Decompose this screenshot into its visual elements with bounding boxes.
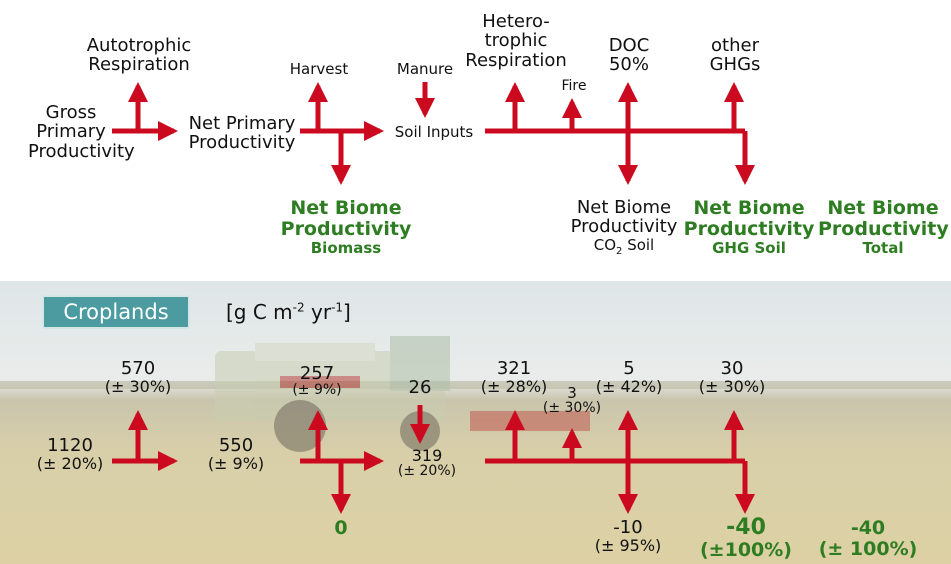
- units-label: [g C m-2 yr-1]: [226, 300, 351, 324]
- npp-label: Net Primary Productivity: [180, 114, 304, 153]
- value-soil-inputs-uncertainty: (± 20%): [397, 463, 457, 480]
- doc-label: DOC 50%: [598, 36, 660, 75]
- doc-line1: DOC: [608, 35, 650, 56]
- co2-subscript: 2: [616, 245, 623, 257]
- autotrophic-line1: Autotrophic: [86, 35, 192, 56]
- npp-label-line2: Productivity: [188, 132, 296, 154]
- value-fire-uncertainty: (± 30%): [542, 400, 602, 417]
- value-gpp-number: 1120: [47, 435, 93, 456]
- value-harvest-number: 257: [299, 363, 335, 384]
- horizon-tree-line: [0, 381, 951, 389]
- value-other-ghg-uncertainty: (± 30%): [698, 377, 766, 397]
- value-fire: 3 (± 30%): [538, 385, 606, 416]
- value-doc-uncertainty: (± 42%): [595, 377, 663, 397]
- value-autotrophic: 570 (± 30%): [98, 359, 178, 396]
- soil-inputs-label: Soil Inputs: [388, 124, 480, 140]
- value-doc: 5 (± 42%): [590, 359, 668, 396]
- value-npp-uncertainty: (± 9%): [207, 454, 265, 474]
- units-pre: [g C m: [226, 300, 293, 324]
- value-harvest-uncertainty: (± 9%): [292, 382, 342, 399]
- other-ghg-line2: GHGs: [709, 54, 761, 76]
- value-nbp-biomass: 0: [321, 518, 361, 539]
- value-nbp-ghg-soil-uncertainty: (±100%): [700, 538, 792, 561]
- autotrophic-respiration-label: Autotrophic Respiration: [72, 36, 206, 75]
- autotrophic-line2: Respiration: [88, 54, 190, 76]
- value-manure-number: 26: [408, 377, 432, 398]
- value-nbp-total-number: -40: [850, 517, 886, 539]
- heterotrophic-line2: trophic: [484, 30, 548, 52]
- nbp-biomass-sub: Biomass: [310, 238, 382, 257]
- value-heterotrophic: 321 (± 28%): [474, 359, 554, 396]
- value-nbp-ghg-soil: -40 (±100%): [694, 516, 798, 560]
- nbp-total-line2: Productivity: [818, 217, 949, 240]
- value-nbp-total-uncertainty: (± 100%): [818, 537, 918, 560]
- value-npp-number: 550: [218, 435, 254, 456]
- value-other-ghg-number: 30: [720, 358, 744, 379]
- nbp-co2-line1: Net Biome: [576, 197, 672, 218]
- units-exp1: -2: [292, 300, 305, 315]
- nbp-ghg-soil-label: Net Biome Productivity GHG Soil: [682, 198, 816, 256]
- other-ghg-label: other GHGs: [699, 36, 771, 75]
- manure-label: Manure: [389, 61, 461, 77]
- nbp-co2-sub: CO2 Soil: [556, 237, 692, 258]
- nbp-ghg-sub: GHG Soil: [712, 238, 786, 257]
- units-post: ]: [343, 300, 351, 324]
- value-nbp-ghg-soil-number: -40: [726, 515, 766, 540]
- doc-line2: 50%: [608, 54, 649, 76]
- nbp-ghg-line2: Productivity: [683, 217, 815, 240]
- co2-text: CO: [593, 235, 617, 254]
- nbp-total-line1: Net Biome: [827, 197, 939, 219]
- units-mid: yr: [304, 300, 332, 324]
- nbp-ghg-line1: Net Biome: [693, 197, 805, 219]
- gpp-label-line2: Primary: [36, 121, 106, 143]
- nbp-biomass-label: Net Biome Productivity Biomass: [276, 198, 416, 256]
- value-harvest: 257 (± 9%): [284, 364, 350, 399]
- value-nbp-co2-soil-uncertainty: (± 95%): [594, 536, 662, 556]
- nbp-co2-soil-label: Net Biome Productivity CO2 Soil: [556, 198, 692, 258]
- value-gpp: 1120 (± 20%): [30, 436, 110, 473]
- cropland-photo-background: [0, 281, 951, 564]
- nbp-biomass-line2: Productivity: [280, 217, 412, 240]
- value-soil-inputs: 319 (± 20%): [392, 447, 462, 479]
- value-other-ghg: 30 (± 30%): [692, 359, 772, 396]
- value-autotrophic-uncertainty: (± 30%): [104, 377, 172, 397]
- gpp-label: Gross Primary Productivity: [28, 102, 135, 162]
- co2-soil-text: Soil: [622, 235, 655, 254]
- manure-text: Manure: [396, 60, 454, 78]
- heterotrophic-line1: Hetero-: [482, 11, 550, 32]
- nbp-co2-line2: Productivity: [570, 216, 678, 238]
- value-soil-inputs-number: 319: [411, 446, 443, 465]
- combine-harvester: [215, 336, 590, 452]
- value-nbp-co2-soil: -10 (± 95%): [586, 518, 670, 555]
- value-autotrophic-number: 570: [120, 358, 156, 379]
- harvest-text: Harvest: [289, 60, 349, 78]
- nbp-total-label: Net Biome Productivity Total: [818, 197, 949, 257]
- value-npp: 550 (± 9%): [198, 436, 274, 473]
- value-nbp-total: -40 (± 100%): [812, 518, 924, 559]
- value-heterotrophic-uncertainty: (± 28%): [480, 377, 548, 397]
- value-nbp-biomass-number: 0: [334, 517, 348, 539]
- croplands-badge: Croplands: [42, 295, 190, 329]
- value-gpp-uncertainty: (± 20%): [36, 454, 104, 474]
- units-exp2: -1: [331, 300, 344, 315]
- gpp-label-line1: Gross: [45, 102, 97, 123]
- value-heterotrophic-number: 321: [496, 358, 532, 379]
- value-fire-number: 3: [567, 384, 577, 402]
- nbp-biomass-line1: Net Biome: [290, 197, 402, 219]
- value-nbp-co2-soil-number: -10: [613, 517, 643, 538]
- heterotrophic-respiration-label: Hetero- trophic Respiration: [460, 11, 572, 71]
- soil-inputs-text: Soil Inputs: [394, 123, 474, 141]
- heterotrophic-line3: Respiration: [465, 49, 567, 71]
- other-ghg-line1: other: [711, 35, 759, 56]
- fire-text: Fire: [561, 78, 587, 94]
- fire-label: Fire: [557, 78, 591, 94]
- nbp-total-sub: Total: [862, 238, 904, 257]
- value-doc-number: 5: [623, 358, 635, 379]
- value-manure: 26: [400, 377, 440, 398]
- harvest-label: Harvest: [282, 61, 356, 77]
- npp-label-line1: Net Primary: [188, 113, 296, 134]
- gpp-label-line3: Productivity: [28, 140, 135, 162]
